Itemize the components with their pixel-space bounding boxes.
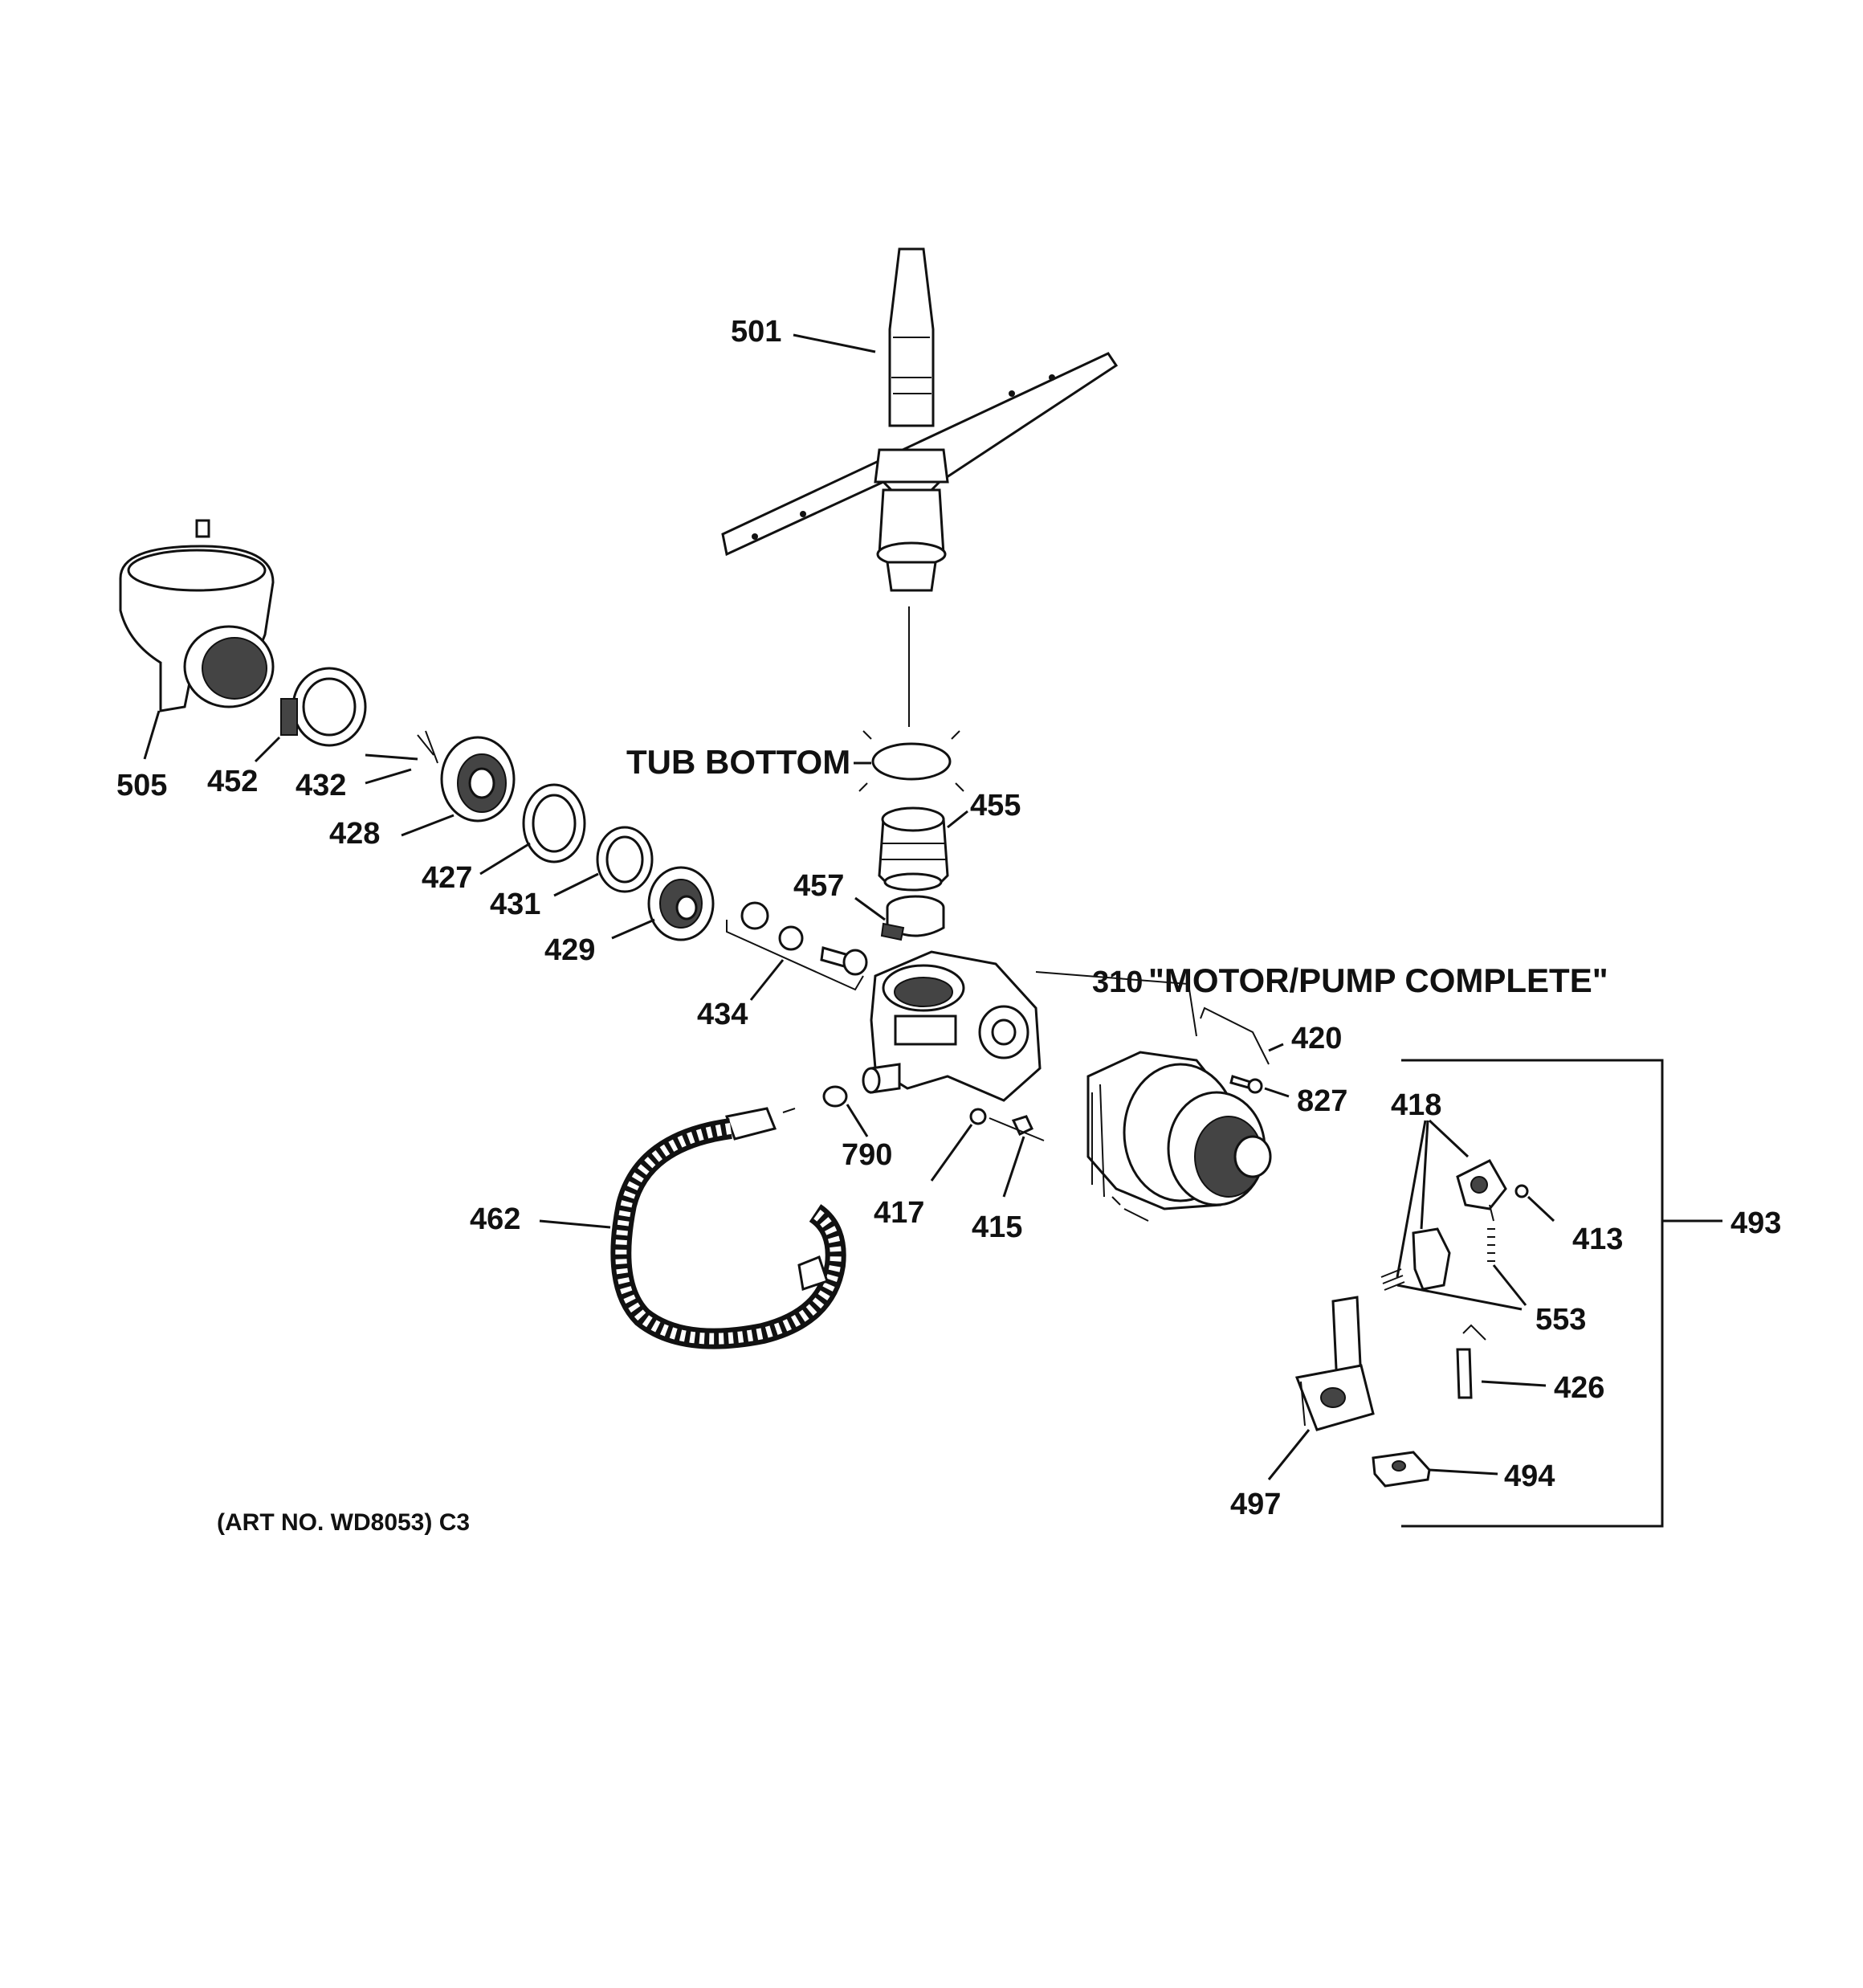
part-number-494: 494 xyxy=(1504,1459,1555,1493)
leader-line xyxy=(1264,1087,1290,1098)
washer xyxy=(969,1108,987,1125)
art-number: (ART NO. WD8053) C3 xyxy=(217,1509,470,1536)
pump-housing xyxy=(862,950,1197,1102)
hose-clamp xyxy=(280,667,367,747)
leader-line xyxy=(1527,1195,1555,1223)
leader-line xyxy=(1268,1043,1284,1052)
part-number-418: 418 xyxy=(1391,1088,1441,1122)
part-number-505: 505 xyxy=(116,769,167,802)
leader-line xyxy=(1396,1264,1527,1311)
tub-bottom-label: TUB BOTTOM xyxy=(626,743,850,781)
dash-line xyxy=(989,1117,1045,1141)
pin xyxy=(1456,1324,1486,1399)
leader-line xyxy=(143,710,161,760)
part-number-415: 415 xyxy=(972,1210,1022,1244)
part-number-426: 426 xyxy=(1554,1371,1604,1405)
part-number-462: 462 xyxy=(470,1202,520,1236)
part-number-493: 493 xyxy=(1731,1206,1781,1240)
leader-line xyxy=(947,810,968,829)
part-number-452: 452 xyxy=(207,765,258,798)
part-number-457: 457 xyxy=(793,869,844,903)
part-number-501: 501 xyxy=(731,315,781,349)
fastener-kit xyxy=(726,901,868,991)
drain-hose xyxy=(610,1107,846,1349)
leader-line xyxy=(846,1104,869,1137)
cam-plate xyxy=(1456,1159,1529,1210)
bellows-seal xyxy=(878,806,949,892)
part-number-553: 553 xyxy=(1535,1303,1586,1337)
retainer-ring xyxy=(596,826,654,893)
seal-ring xyxy=(522,783,586,863)
tub-bottom-ring xyxy=(858,730,964,792)
leader-line xyxy=(611,918,655,940)
leader-line xyxy=(1396,1119,1470,1278)
part-number-790: 790 xyxy=(842,1138,892,1172)
sump-housing xyxy=(119,519,275,712)
leader-line xyxy=(854,896,886,921)
spray-arm xyxy=(721,247,1119,592)
part-number-497: 497 xyxy=(1230,1488,1281,1521)
part-number-429: 429 xyxy=(544,933,595,967)
leader-line xyxy=(365,753,418,761)
part-number-434: 434 xyxy=(697,998,748,1031)
solenoid-bracket xyxy=(1294,1296,1375,1431)
part-number-455: 455 xyxy=(970,789,1021,823)
leader-line xyxy=(401,814,455,837)
leader-line xyxy=(1429,1468,1498,1476)
leader-line xyxy=(539,1219,611,1229)
part-number-431: 431 xyxy=(490,888,540,921)
leader-line xyxy=(553,872,599,897)
leader-line xyxy=(1267,1429,1311,1480)
leader-line xyxy=(930,1124,973,1182)
impeller xyxy=(647,866,715,941)
spring xyxy=(1380,1204,1495,1291)
leader-line xyxy=(479,842,531,876)
part-number-827: 827 xyxy=(1297,1084,1347,1118)
leader-line xyxy=(749,959,785,1001)
screw xyxy=(1229,1075,1263,1094)
filter-assembly xyxy=(417,730,516,823)
part-number-420: 420 xyxy=(1291,1022,1342,1055)
leader-line xyxy=(254,736,281,763)
part-number-428: 428 xyxy=(329,817,380,851)
part-number-413: 413 xyxy=(1572,1223,1623,1256)
part-number-432: 432 xyxy=(296,769,346,802)
part-number-417: 417 xyxy=(874,1196,924,1230)
motor-pump-title: "MOTOR/PUMP COMPLETE" xyxy=(1148,961,1608,999)
motor xyxy=(1086,1051,1272,1222)
hose-clip xyxy=(822,1085,848,1108)
band-clamp xyxy=(880,895,945,941)
motor-pump-number: 310 xyxy=(1092,965,1143,999)
wire-clip xyxy=(1200,1006,1270,1065)
leader-line xyxy=(365,768,412,785)
leader-line xyxy=(1002,1136,1025,1198)
kit-bracket xyxy=(1401,1059,1664,1528)
leader-line xyxy=(793,333,876,353)
lever-arm xyxy=(1412,1227,1451,1291)
leader-line xyxy=(1481,1380,1547,1387)
part-number-427: 427 xyxy=(422,861,472,895)
armature xyxy=(1372,1451,1431,1488)
